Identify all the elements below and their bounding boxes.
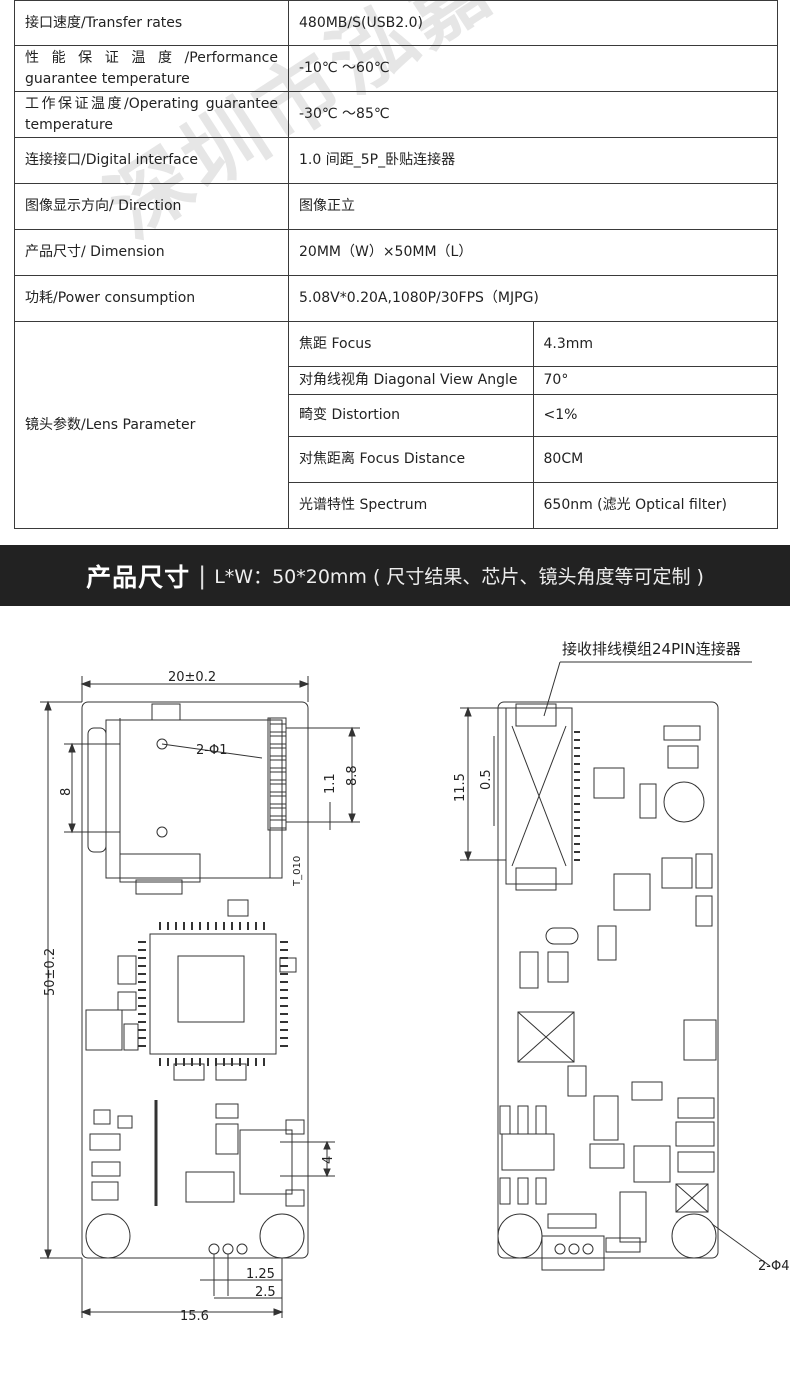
lens-label: 镜头参数/Lens Parameter: [14, 321, 289, 529]
spec-value: 20MM（W）×50MM（L）: [288, 229, 778, 276]
spec-value: 图像正立: [288, 183, 778, 230]
spec-label: 接口速度/Transfer rates: [14, 0, 289, 46]
dim-4: 4: [321, 1156, 336, 1164]
hole-note-left: 2-Φ1: [196, 743, 227, 758]
banner-subtitle: L*W：50*20mm ( 尺寸结果、芯片、镜头角度等可定制 ): [214, 566, 704, 588]
spec-value: 480MB/S(USB2.0): [288, 0, 778, 46]
label-t-010: T_010: [292, 856, 303, 887]
right-board-outline: [497, 701, 719, 1259]
dim-0-5: 0.5: [479, 769, 494, 790]
spec-row: 产品尺寸/ Dimension 20MM（W）×50MM（L）: [14, 229, 778, 276]
mount-hole-small: [156, 738, 168, 750]
lens-row: 畸变 Distortion <1%: [15, 394, 778, 437]
lens-param-name: 焦距 Focus: [288, 321, 534, 367]
lens-param-name: 光谱特性 Spectrum: [288, 482, 534, 529]
lens-row: 对角线视角 Diagonal View Angle 70°: [15, 366, 778, 395]
spec-label: 图像显示方向/ Direction: [14, 183, 289, 230]
dim-11-5: 11.5: [453, 773, 468, 802]
main-chip: [149, 933, 277, 1055]
spec-row: 图像显示方向/ Direction 图像正立: [14, 183, 778, 230]
spec-value: 1.0 间距_5P_卧贴连接器: [288, 137, 778, 184]
spec-row: 工作保证温度/Operating guarantee temperature -…: [14, 91, 778, 138]
spec-value: -10℃ ～60℃: [288, 45, 778, 92]
lens-param-value: 650nm (滤光 Optical filter): [532, 482, 778, 529]
lens-connector-pins: [269, 723, 287, 829]
spec-value: 5.08V*0.20A,1080P/30FPS（MJPG): [288, 275, 778, 322]
lens-param-value: <1%: [532, 394, 778, 437]
lens-param-name: 畸变 Distortion: [288, 394, 534, 437]
lens-param-value: 70°: [532, 366, 778, 395]
spec-row: 连接接口/Digital interface 1.0 间距_5P_卧贴连接器: [14, 137, 778, 184]
ic-package: [501, 1133, 555, 1171]
spec-label: 工作保证温度/Operating guarantee temperature: [14, 91, 289, 138]
mount-hole-small: [156, 826, 168, 838]
hole-note-right: 2-Φ4: [758, 1259, 789, 1274]
dim-8-8: 8.8: [345, 765, 360, 786]
lens-param-value: 80CM: [532, 436, 778, 483]
spec-value: -30℃ ～85℃: [288, 91, 778, 138]
dimension-banner: 产品尺寸 | L*W：50*20mm ( 尺寸结果、芯片、镜头角度等可定制 ): [0, 545, 790, 606]
spec-label: 产品尺寸/ Dimension: [14, 229, 289, 276]
pcb-drawing-svg: 20±0.2 50±0.2 8 8.8 1.1 2-Φ1 T_010 4 1.2…: [40, 640, 789, 1324]
spec-row: 接口速度/Transfer rates 480MB/S(USB2.0): [14, 0, 778, 46]
lens-param-name: 对角线视角 Diagonal View Angle: [288, 366, 534, 395]
spec-row: 性能保证温度/Performance guarantee temperature…: [14, 45, 778, 92]
dimension-drawing: 20±0.2 50±0.2 8 8.8 1.1 2-Φ1 T_010 4 1.2…: [0, 606, 790, 1384]
fpc-connector: [505, 707, 573, 885]
lens-param-name: 对焦距离 Focus Distance: [288, 436, 534, 483]
lens-row: 对焦距离 Focus Distance 80CM: [15, 436, 778, 483]
banner-separator: |: [198, 561, 207, 590]
spec-table: 接口速度/Transfer rates 480MB/S(USB2.0) 性能保证…: [14, 0, 778, 529]
lens-param-value: 4.3mm: [532, 321, 778, 367]
lens-row: 镜头参数/Lens Parameter 焦距 Focus 4.3mm: [14, 321, 778, 529]
left-board-outline: [81, 701, 309, 1259]
spec-label: 功耗/Power consumption: [14, 275, 289, 322]
dim-1-25: 1.25: [246, 1267, 275, 1282]
banner-title: 产品尺寸: [86, 562, 191, 592]
dim-width: 20±0.2: [168, 670, 216, 685]
dim-15-6: 15.6: [180, 1309, 209, 1324]
mount-hole-large: [85, 1213, 131, 1259]
spec-row: 功耗/Power consumption 5.08V*0.20A,1080P/3…: [14, 275, 778, 322]
mount-hole-large: [259, 1213, 305, 1259]
connector-label: 接收排线模组24PIN连接器: [562, 640, 741, 658]
spec-label: 性能保证温度/Performance guarantee temperature: [14, 45, 289, 92]
dim-length: 50±0.2: [43, 948, 58, 996]
dim-1-1: 1.1: [323, 773, 338, 794]
dim-2-5: 2.5: [255, 1285, 276, 1300]
spec-label: 连接接口/Digital interface: [14, 137, 289, 184]
lens-row: 光谱特性 Spectrum 650nm (滤光 Optical filter): [15, 482, 778, 529]
dim-8: 8: [59, 788, 74, 796]
